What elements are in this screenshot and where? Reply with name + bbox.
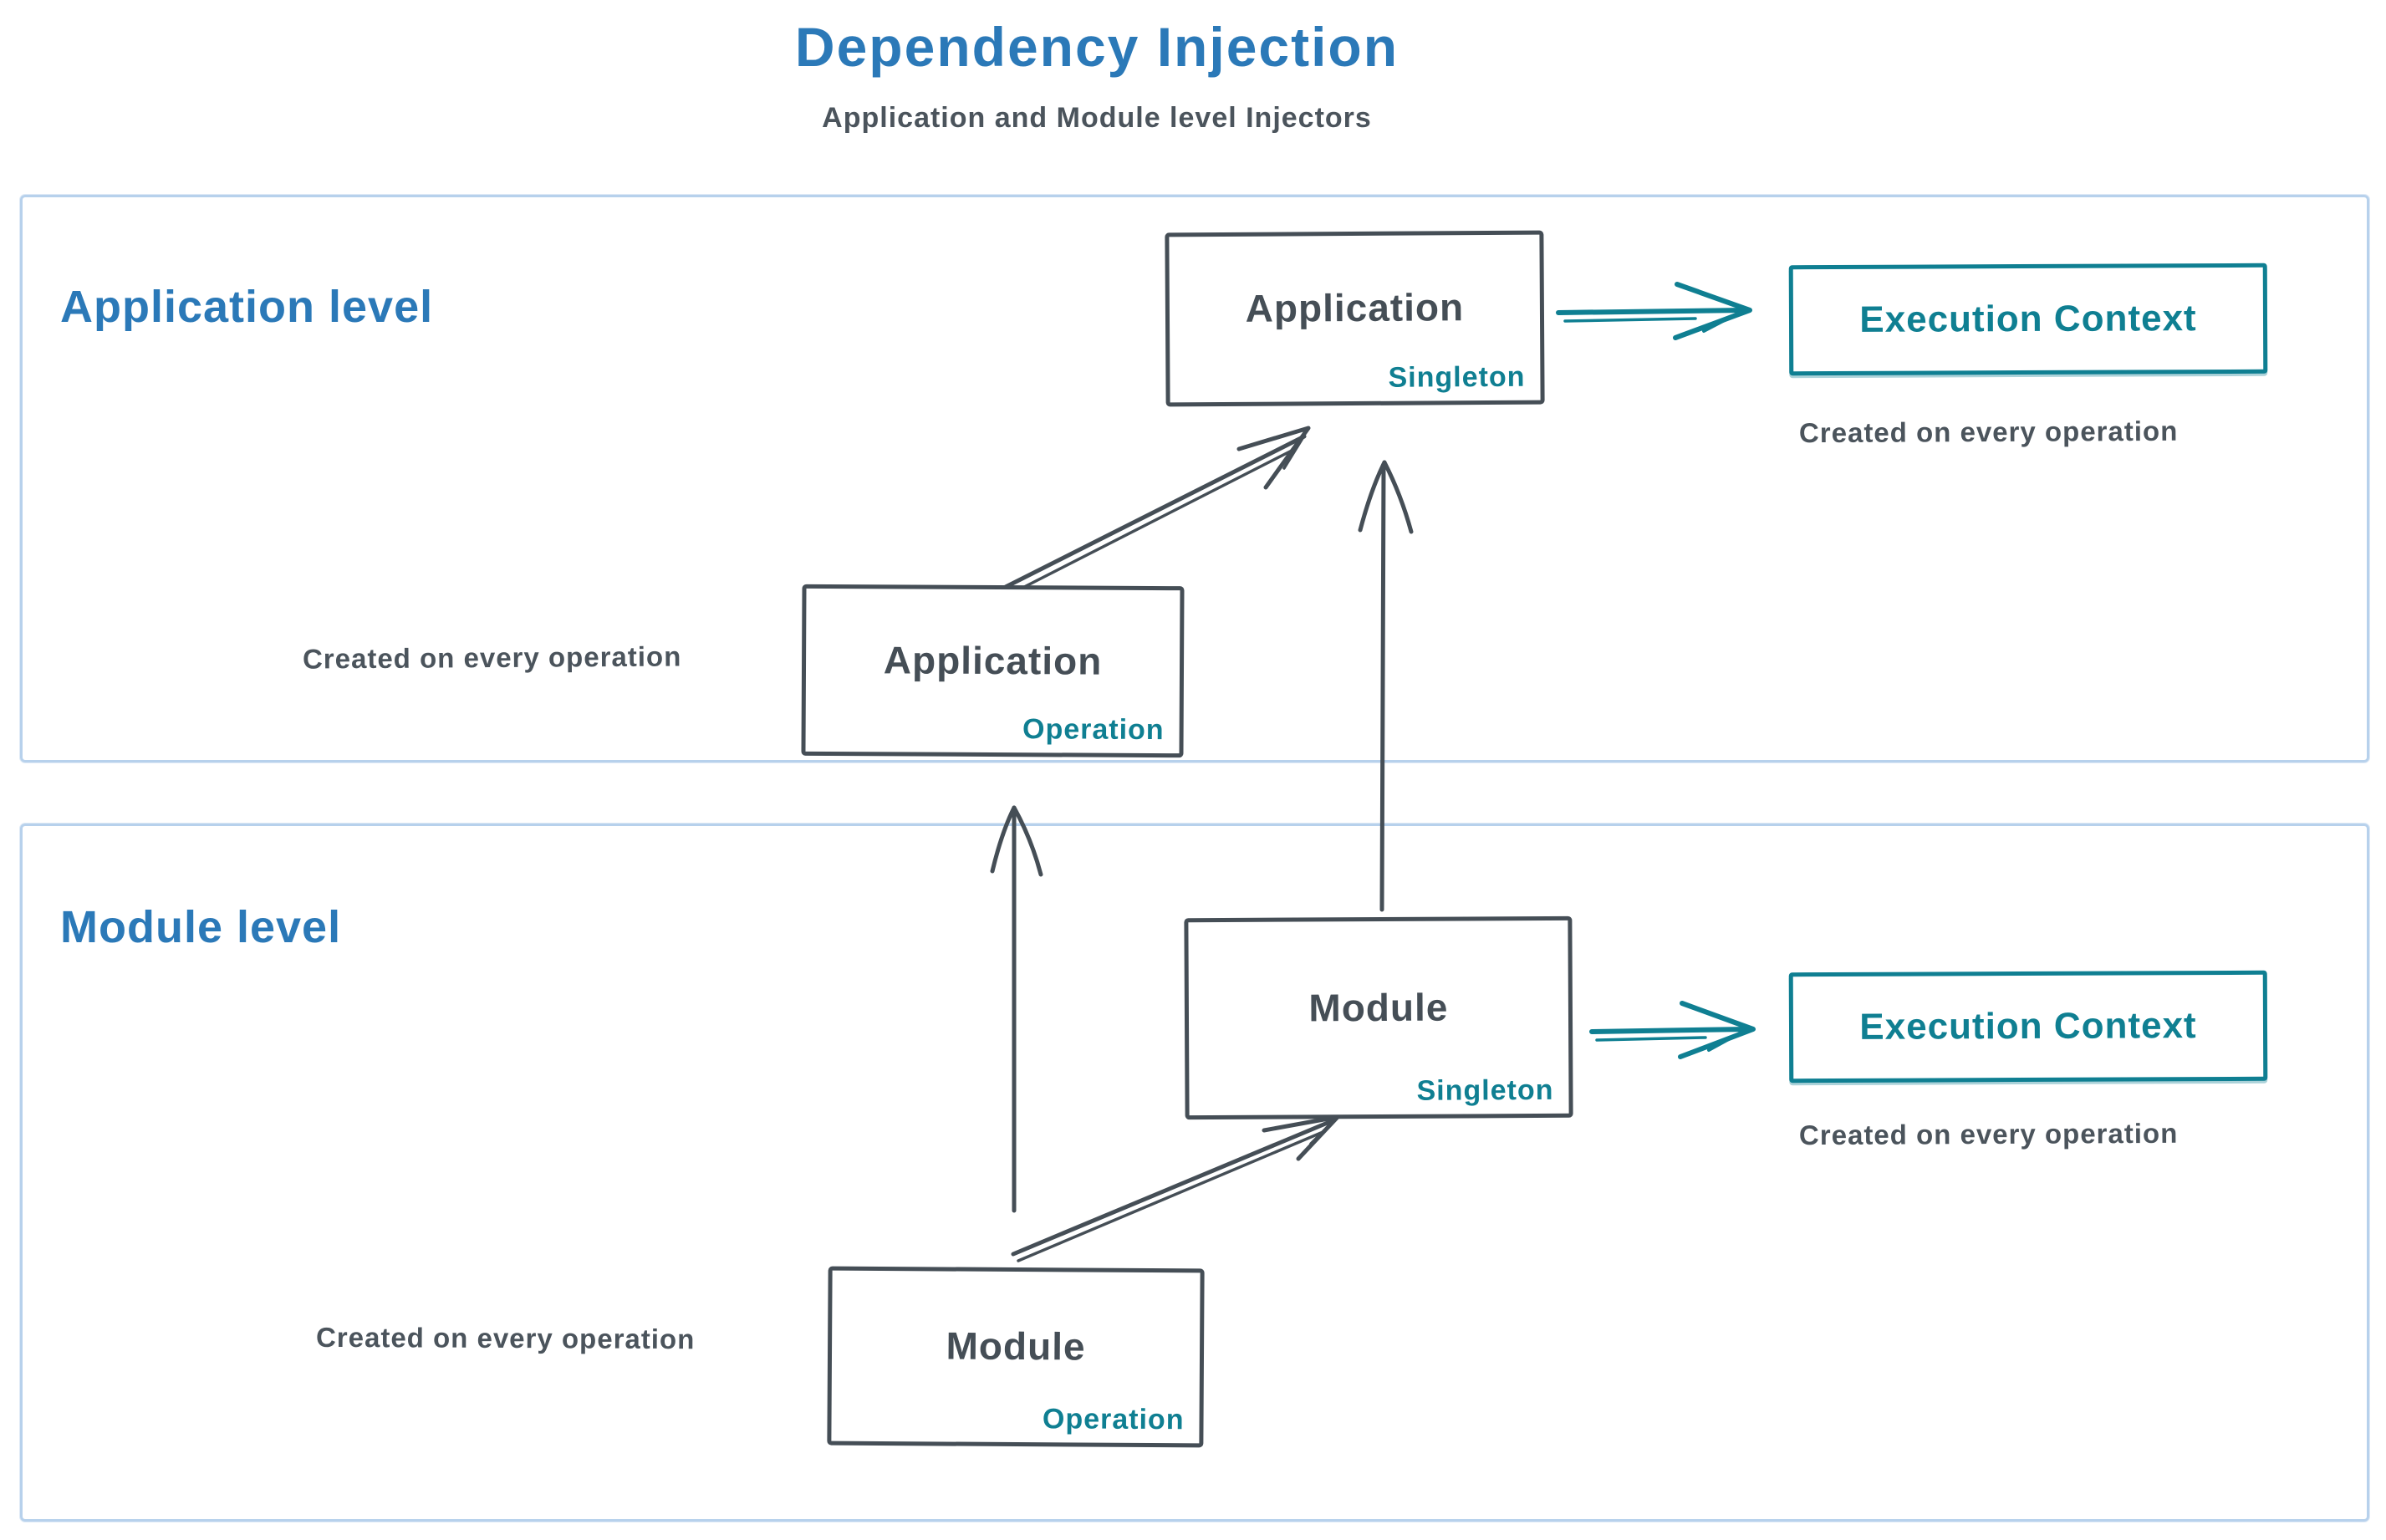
application-level-label: Application level — [60, 282, 434, 332]
module-level-label: Module level — [60, 902, 342, 952]
application-level-container — [20, 195, 2369, 762]
application-operation-caption: Created on every operation — [302, 640, 682, 675]
application-singleton-box: Application Singleton — [1165, 230, 1545, 407]
application-singleton-scope-tag: Singleton — [1388, 360, 1526, 394]
module-operation-title: Module — [946, 1323, 1086, 1369]
module-singleton-box: Module Singleton — [1184, 915, 1573, 1120]
diagram-header: Dependency Injection Application and Mod… — [779, 15, 1415, 135]
module-operation-box: Module Operation — [827, 1266, 1205, 1448]
module-singleton-scope-tag: Singleton — [1416, 1073, 1554, 1107]
module-execution-context-caption: Created on every operation — [1798, 1117, 2179, 1151]
module-operation-caption: Created on every operation — [315, 1321, 696, 1355]
module-execution-context-box: Execution Context — [1788, 970, 2268, 1084]
application-operation-title: Application — [883, 637, 1103, 683]
module-execution-context-label: Execution Context — [1859, 1005, 2197, 1048]
application-execution-context-caption: Created on every operation — [1798, 415, 2179, 449]
diagram-subtitle: Application and Module level Injectors — [822, 102, 1372, 134]
application-operation-scope-tag: Operation — [1022, 713, 1165, 747]
application-singleton-title: Application — [1245, 285, 1465, 330]
module-level-container — [20, 824, 2369, 1522]
application-execution-context-label: Execution Context — [1859, 298, 2197, 340]
module-operation-scope-tag: Operation — [1042, 1403, 1185, 1436]
module-singleton-title: Module — [1308, 985, 1449, 1029]
application-operation-box: Application Operation — [801, 584, 1185, 758]
diagram-title: Dependency Injection — [794, 16, 1399, 78]
application-execution-context-box: Execution Context — [1788, 263, 2268, 376]
